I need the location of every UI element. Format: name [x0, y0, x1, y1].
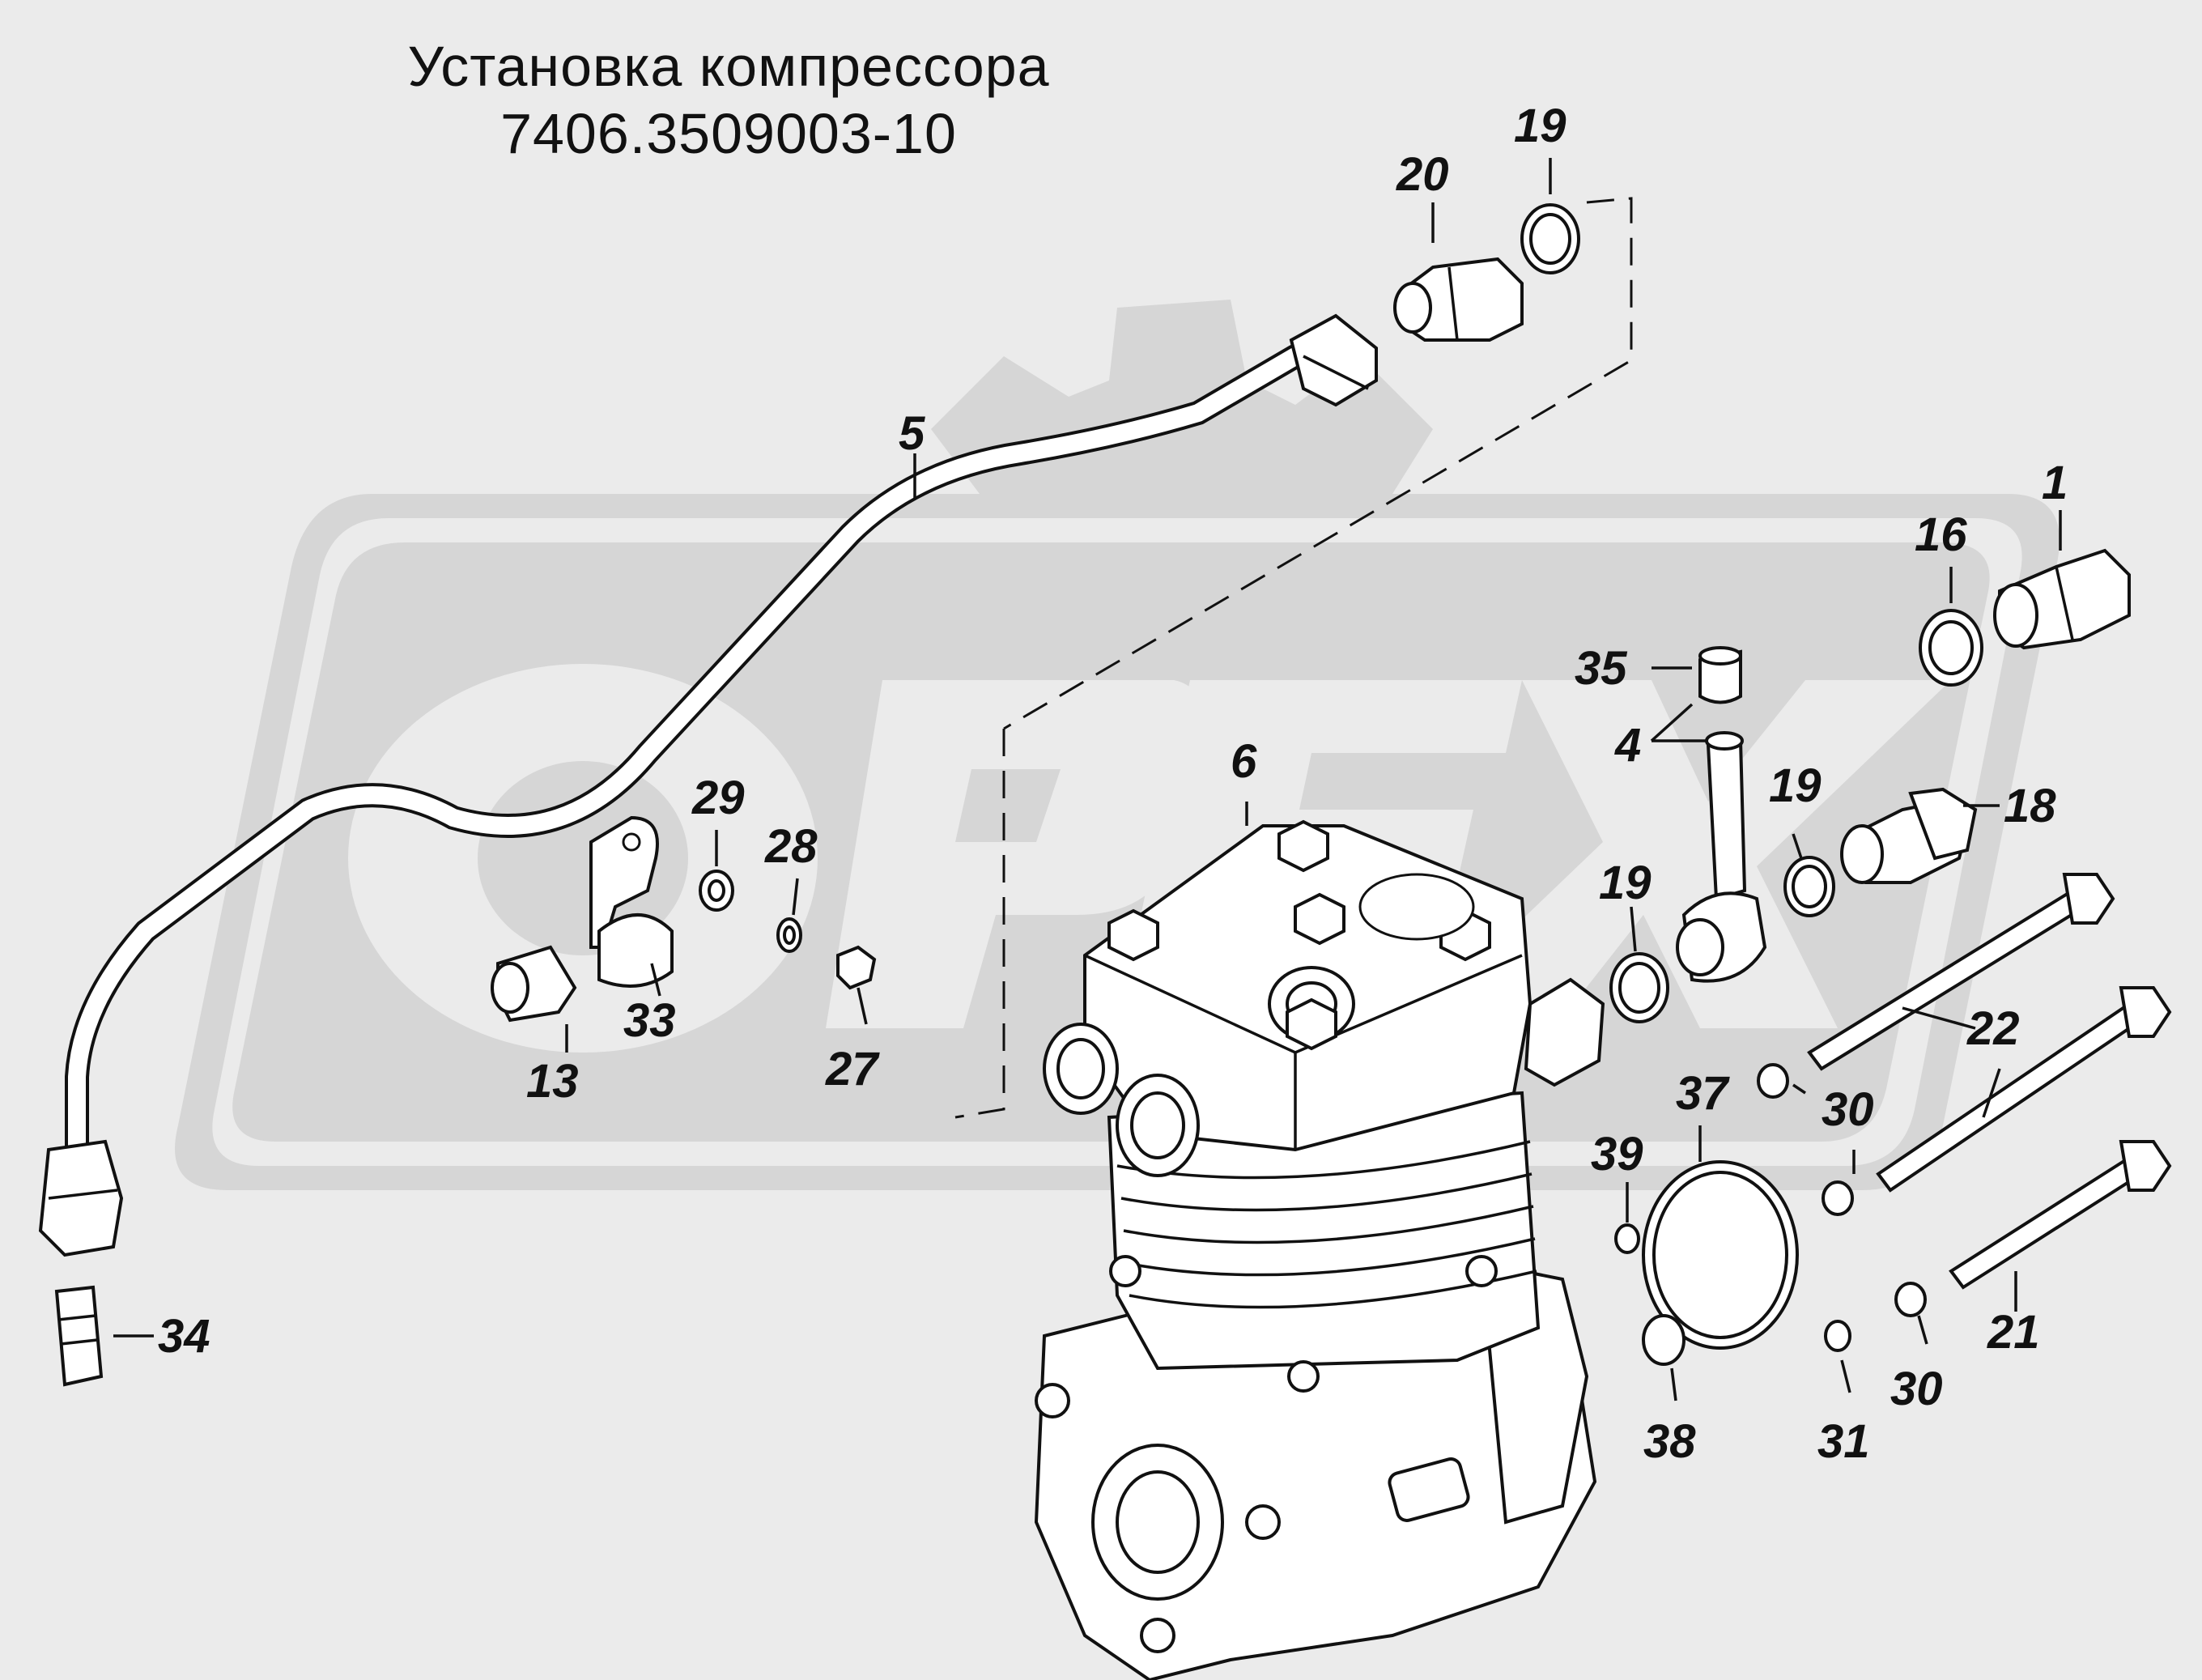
callout-19-top: 19 [1514, 100, 1566, 152]
ring-38 [1642, 1314, 1686, 1366]
bush-13 [491, 945, 577, 1023]
callout-30-b: 30 [1890, 1363, 1943, 1415]
callout-29: 29 [691, 772, 745, 824]
fitting-20 [1393, 257, 1524, 342]
callout-37: 37 [1676, 1067, 1730, 1120]
callout-35: 35 [1575, 642, 1627, 695]
dashed-leader-top [1003, 197, 1633, 730]
washer-28 [776, 917, 802, 953]
callout-30-a: 30 [1822, 1083, 1874, 1136]
nut-27 [836, 945, 877, 990]
washer-16 [1919, 609, 1983, 687]
nipple-34 [54, 1285, 104, 1387]
washer-19-top [1520, 203, 1580, 274]
callout-22: 22 [1966, 1002, 2020, 1055]
leader-lines [113, 158, 2062, 1401]
ring-39 [1614, 1223, 1640, 1254]
callout-13: 13 [526, 1055, 579, 1108]
callout-38: 38 [1643, 1415, 1696, 1468]
callout-20: 20 [1396, 148, 1449, 201]
callout-19-right: 19 [1769, 759, 1822, 812]
callout-28: 28 [764, 820, 818, 873]
callout-33: 33 [623, 994, 676, 1047]
washer-30-a [1757, 1063, 1789, 1099]
callout-21: 21 [1987, 1306, 2040, 1359]
bolt-22-lower [1876, 986, 2172, 1193]
washer-31 [1824, 1320, 1851, 1352]
callout-1: 1 [2042, 457, 2068, 509]
cap-35 [1698, 646, 1742, 704]
callouts: 1 4 5 6 13 16 18 19 19 19 20 21 22 27 28… [158, 100, 2068, 1468]
washer-30-b [1822, 1180, 1854, 1216]
callout-34: 34 [158, 1310, 210, 1363]
pipe-5 [38, 313, 1378, 1257]
washer-19-left [1609, 952, 1669, 1023]
washer-19-right [1783, 856, 1835, 917]
callout-16: 16 [1915, 508, 1967, 561]
callout-18: 18 [2004, 780, 2056, 832]
bolt-22-upper [1807, 873, 2115, 1071]
bolt-21 [1949, 1140, 2172, 1290]
washer-30-c [1894, 1282, 1927, 1317]
callout-6: 6 [1231, 735, 1257, 788]
fitting-1 [1993, 548, 2131, 650]
washer-29 [699, 870, 734, 912]
fitting-18 [1840, 787, 1978, 884]
callout-5: 5 [899, 407, 925, 460]
callout-31: 31 [1817, 1415, 1870, 1468]
compressor-6 [1034, 819, 1605, 1680]
callout-4: 4 [1614, 719, 1641, 772]
callout-27: 27 [825, 1043, 880, 1095]
dashed-leader-left [954, 729, 1005, 1119]
diagram-title: Установка компрессора [407, 35, 1050, 98]
callout-39: 39 [1591, 1128, 1643, 1180]
diagram-part-number: 7406.3509003-10 [500, 102, 957, 165]
banjo-fitting-4 [1676, 731, 1767, 983]
callout-19-left: 19 [1599, 857, 1652, 909]
